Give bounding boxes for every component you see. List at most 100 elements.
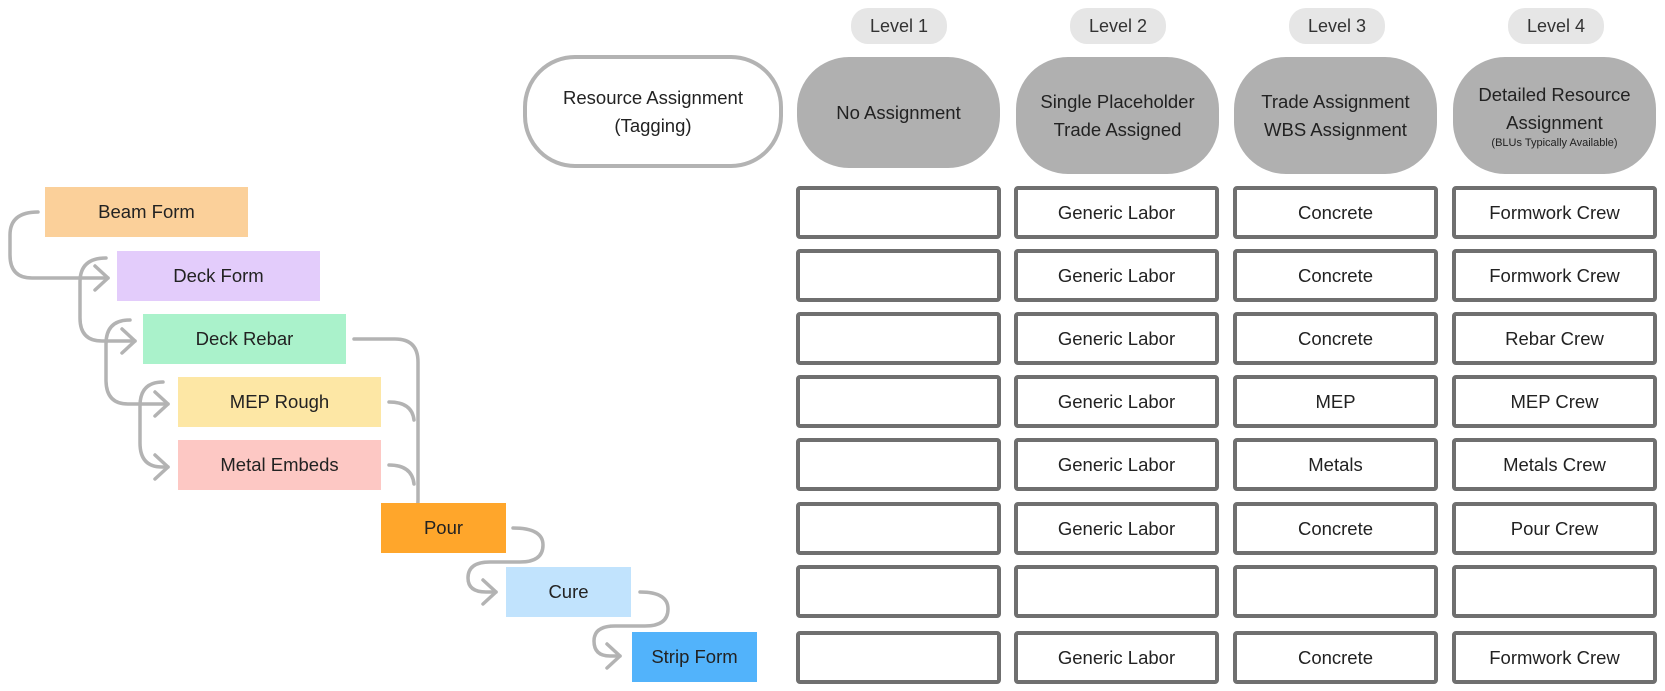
connector-rebar-to-embeds xyxy=(138,380,170,469)
arrowhead xyxy=(120,327,137,355)
grid-cell: Pour Crew xyxy=(1452,502,1657,555)
header-line2: WBS Assignment xyxy=(1264,118,1407,140)
grid-cell-text: Formwork Crew xyxy=(1489,201,1620,223)
task-label: Pour xyxy=(423,517,464,538)
header-line1: No Assignment xyxy=(836,101,961,123)
header-no-assignment: No Assignment xyxy=(797,57,1000,168)
grid-cell-text: Metals Crew xyxy=(1503,453,1606,475)
task-pour: Pour xyxy=(381,503,506,553)
grid-cell-text: Formwork Crew xyxy=(1489,646,1620,668)
grid-cell-text: Generic Labor xyxy=(1057,517,1176,539)
grid-cell xyxy=(796,565,1001,618)
task-beam-form: Beam Form xyxy=(45,187,248,237)
header-line1: Detailed Resource xyxy=(1478,84,1631,105)
task-metal-embeds: Metal Embeds xyxy=(178,440,381,490)
level-1-pill: Level 1 xyxy=(851,8,947,44)
grid-cell xyxy=(796,631,1001,684)
connector-rebar-to-pour xyxy=(352,337,420,530)
grid-cell-text: Generic Labor xyxy=(1057,453,1176,475)
grid-cell: Generic Labor xyxy=(1014,375,1219,428)
level-label: Level 1 xyxy=(869,15,929,36)
arrowhead xyxy=(481,578,498,606)
level-label: Level 2 xyxy=(1088,15,1148,36)
header-line2: Assignment xyxy=(1506,112,1603,133)
task-label: Beam Form xyxy=(98,201,195,222)
resource-assignment-label: Resource Assignment (Tagging) xyxy=(523,55,783,168)
connector-pour-to-cure xyxy=(466,526,545,594)
task-label: Deck Rebar xyxy=(195,328,294,349)
level-label: Level 4 xyxy=(1526,15,1586,36)
task-cure: Cure xyxy=(506,567,631,617)
grid-cell-text: Generic Labor xyxy=(1057,327,1176,349)
header-single-placeholder: Single Placeholder Trade Assigned xyxy=(1016,57,1219,174)
task-deck-form: Deck Form xyxy=(117,251,320,301)
level-4-pill: Level 4 xyxy=(1508,8,1604,44)
grid-cell xyxy=(1452,565,1657,618)
grid-cell-text: MEP Crew xyxy=(1510,390,1599,412)
grid-cell: MEP xyxy=(1233,375,1438,428)
header-line1: Single Placeholder xyxy=(1040,90,1195,112)
level-3-pill: Level 3 xyxy=(1289,8,1385,44)
grid-cell: MEP Crew xyxy=(1452,375,1657,428)
level-2-pill: Level 2 xyxy=(1070,8,1166,44)
task-mep-rough: MEP Rough xyxy=(178,377,381,427)
ra-line1: Resource Assignment xyxy=(563,86,743,108)
header-note: (BLUs Typically Available) xyxy=(1491,137,1618,149)
arrowhead xyxy=(153,453,170,481)
header-trade-assignment: Trade Assignment WBS Assignment xyxy=(1234,57,1437,174)
grid-cell: Generic Labor xyxy=(1014,186,1219,239)
grid-cell: Generic Labor xyxy=(1014,631,1219,684)
header-line1: Trade Assignment xyxy=(1261,90,1410,112)
grid-cell xyxy=(796,312,1001,365)
grid-cell xyxy=(796,375,1001,428)
grid-cell xyxy=(796,249,1001,302)
grid-cell xyxy=(796,186,1001,239)
level-label: Level 3 xyxy=(1307,15,1367,36)
grid-cell: Concrete xyxy=(1233,631,1438,684)
grid-cell xyxy=(1233,565,1438,618)
grid-cell: Concrete xyxy=(1233,249,1438,302)
grid-cell-text: Concrete xyxy=(1297,327,1374,349)
grid-cell: Rebar Crew xyxy=(1452,312,1657,365)
grid-cell: Generic Labor xyxy=(1014,502,1219,555)
task-label: Deck Form xyxy=(173,265,264,286)
task-label: Strip Form xyxy=(651,646,738,667)
connector-beam-to-deck xyxy=(8,210,110,280)
grid-cell: Generic Labor xyxy=(1014,312,1219,365)
grid-cell-text: Generic Labor xyxy=(1057,390,1176,412)
header-detailed-resource: Detailed Resource Assignment (BLUs Typic… xyxy=(1453,57,1656,174)
connector-rebar-to-mep xyxy=(104,318,170,406)
grid-cell-text: Rebar Crew xyxy=(1505,327,1604,349)
connector-mep-to-pour xyxy=(387,400,416,422)
grid-cell-text: Generic Labor xyxy=(1057,264,1176,286)
grid-cell-text: Generic Labor xyxy=(1057,646,1176,668)
grid-cell: Formwork Crew xyxy=(1452,249,1657,302)
task-deck-rebar: Deck Rebar xyxy=(143,314,346,364)
grid-cell-text: Pour Crew xyxy=(1510,517,1599,539)
grid-cell-text: Concrete xyxy=(1297,646,1374,668)
ra-line2: (Tagging) xyxy=(614,114,692,136)
task-label: Metal Embeds xyxy=(220,454,339,475)
grid-cell: Concrete xyxy=(1233,502,1438,555)
grid-cell: Generic Labor xyxy=(1014,438,1219,491)
arrowhead xyxy=(93,264,110,292)
connector-embeds-to-pour xyxy=(387,463,416,486)
arrowhead xyxy=(605,642,622,670)
grid-cell-text: Concrete xyxy=(1297,517,1374,539)
connector-cure-to-strip xyxy=(592,590,670,658)
grid-cell: Metals Crew xyxy=(1452,438,1657,491)
grid-cell-text: MEP xyxy=(1315,390,1356,412)
grid-cell: Formwork Crew xyxy=(1452,631,1657,684)
grid-cell-text: Generic Labor xyxy=(1057,201,1176,223)
grid-cell: Metals xyxy=(1233,438,1438,491)
arrowhead xyxy=(153,390,170,418)
connector-deck-to-rebar xyxy=(78,256,137,343)
grid-cell-text: Formwork Crew xyxy=(1489,264,1620,286)
grid-cell-text: Metals xyxy=(1308,453,1363,475)
grid-cell xyxy=(796,438,1001,491)
header-line2: Trade Assigned xyxy=(1053,118,1182,140)
task-label: Cure xyxy=(548,581,589,602)
grid-cell-text: Concrete xyxy=(1297,264,1374,286)
grid-cell xyxy=(1014,565,1219,618)
grid-cell: Concrete xyxy=(1233,186,1438,239)
